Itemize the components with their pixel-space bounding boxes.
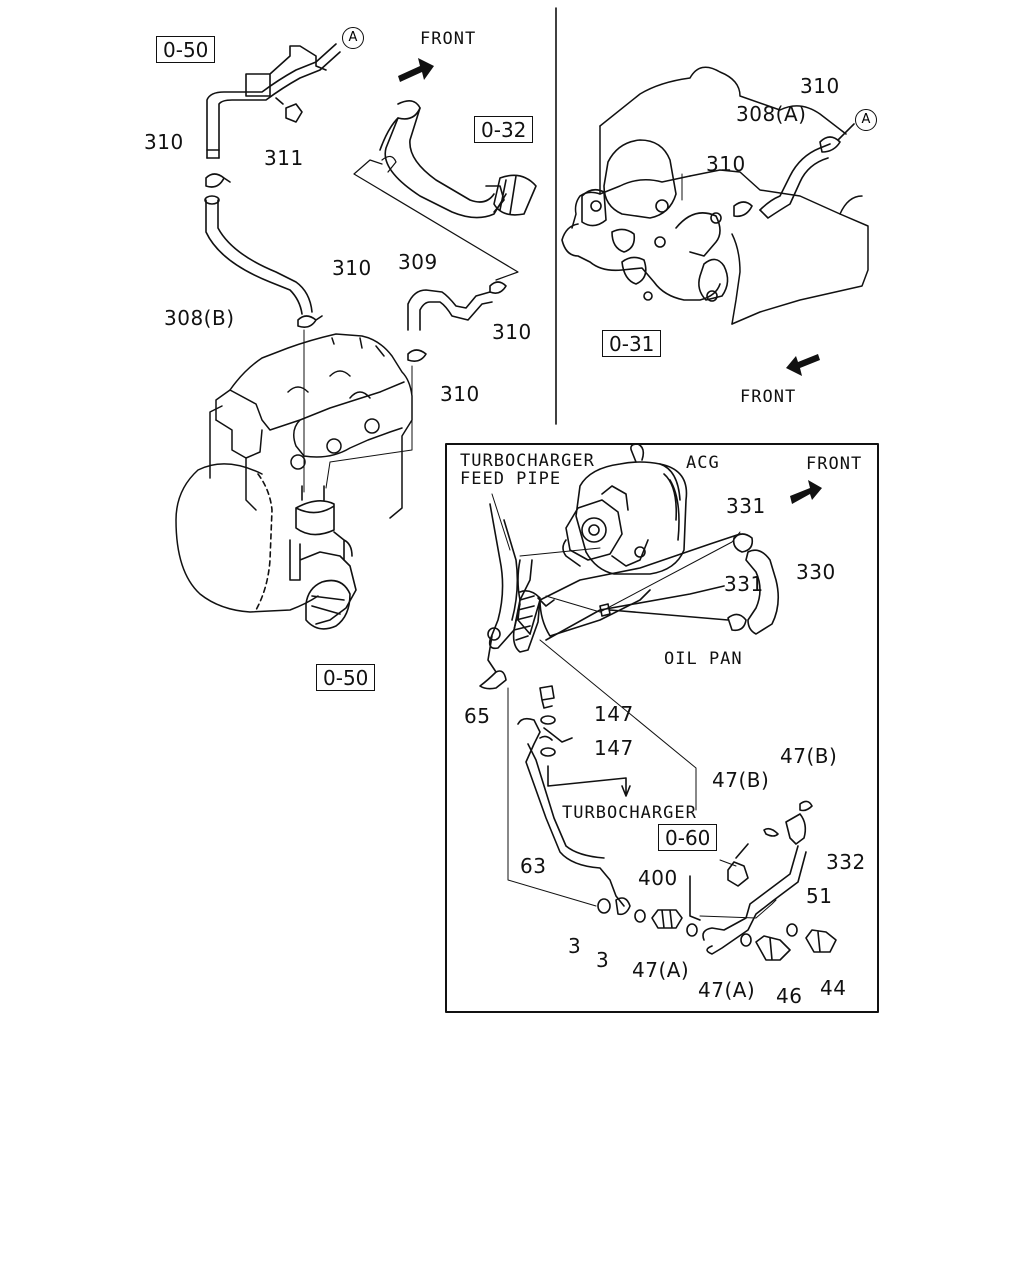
drain-pipe-332 [702, 845, 807, 955]
part-label: 310 [492, 320, 532, 344]
part-label: 330 [796, 560, 836, 584]
part-label: 331 [726, 494, 766, 518]
part-label: 310 [144, 130, 184, 154]
caption-turbo-feed-pipe: FEED PIPE [460, 469, 562, 489]
part-label: 147 [594, 702, 634, 726]
part-label: 3 [596, 948, 610, 972]
hose-309 [407, 289, 491, 331]
turbocharger-feed-pipe [488, 503, 533, 650]
ref-box: 0-50 [316, 664, 376, 691]
washer-147 [540, 747, 556, 757]
part-label: 47(B) [780, 744, 838, 768]
o-ring-47b [763, 827, 779, 837]
hose-330 [745, 549, 780, 635]
caption-acg: ACG [686, 453, 720, 473]
front-arrow-icon [790, 480, 822, 504]
caption-oil-pan: OIL PAN [664, 649, 743, 669]
ref-box: 0-60 [658, 824, 718, 851]
engine-block-right [571, 66, 869, 325]
washer-47a [740, 933, 752, 947]
hose-routing-line [303, 329, 413, 493]
part-label: 65 [464, 704, 491, 728]
ref-box: 0-32 [474, 116, 534, 143]
front-arrow-icon [786, 354, 820, 376]
bolt-46 [755, 935, 791, 961]
bolt-44 [805, 929, 837, 953]
part-label: 331 [724, 572, 764, 596]
hose-308b [205, 199, 303, 315]
washer-3 [634, 909, 646, 923]
washer-51 [786, 923, 798, 937]
engine-block-left [209, 333, 413, 519]
bolt-311 [275, 97, 303, 123]
connector-060 [727, 861, 749, 887]
part-label: 51 [806, 884, 833, 908]
leader-line [507, 687, 597, 907]
part-label: 311 [264, 146, 304, 170]
part-label: 47(A) [698, 978, 756, 1002]
clamp-331 [732, 533, 754, 553]
part-label: 308(B) [164, 306, 235, 330]
part-label: 310 [332, 256, 372, 280]
part-label: 44 [820, 976, 847, 1000]
mark-a: A [855, 109, 877, 131]
part-label: 308(A) [736, 102, 807, 126]
pipe-flange [493, 174, 537, 216]
union-400 [651, 909, 683, 929]
part-label: 310 [706, 152, 746, 176]
feed-pipe-63 [517, 717, 625, 907]
bracket-lines [353, 155, 519, 281]
washer-3 [597, 898, 611, 914]
clamp-310 [297, 315, 323, 328]
front-label: FRONT [420, 29, 477, 49]
part-label: 46 [776, 984, 803, 1008]
mark-a: A [342, 27, 364, 49]
thermostat-housing [295, 485, 335, 536]
oil-pan [529, 533, 741, 637]
washer-147 [540, 715, 556, 725]
ref-box: 0-50 [156, 36, 216, 63]
thermostat-cover [603, 139, 677, 219]
ref-box: 0-31 [602, 330, 662, 357]
clamp-310 [733, 201, 753, 218]
bell-housing [175, 463, 319, 613]
inset-frame [445, 443, 879, 1013]
clamp-310 [819, 123, 855, 153]
pipe-bracket [245, 45, 327, 97]
part-label: 400 [638, 866, 678, 890]
upper-water-pipe [206, 43, 337, 159]
part-label: 63 [520, 854, 547, 878]
part-label: 47(A) [632, 958, 690, 982]
o-ring-47b [799, 800, 813, 812]
leader-line [491, 493, 741, 811]
clamp-310 [489, 281, 507, 294]
water-outlet [305, 579, 351, 630]
clamp-310 [205, 173, 231, 188]
part-label: 332 [826, 850, 866, 874]
part-label: 3 [568, 934, 582, 958]
part-label: 147 [594, 736, 634, 760]
front-label: FRONT [740, 387, 797, 407]
front-arrow-icon [398, 58, 434, 82]
part-label: 309 [398, 250, 438, 274]
caption-turbocharger: TURBOCHARGER [562, 803, 697, 823]
clamp-331 [727, 613, 747, 632]
front-label: FRONT [806, 454, 863, 474]
clamp-310 [407, 349, 427, 362]
part-label: 47(B) [712, 768, 770, 792]
water-pipe-032 [384, 100, 507, 219]
part-label: 310 [800, 74, 840, 98]
caption-turbo-feed-pipe: TURBOCHARGER [460, 451, 595, 471]
hose-308a [759, 143, 831, 211]
bolt-65 [539, 685, 555, 709]
washer-47a [686, 923, 698, 937]
water-pump [561, 223, 721, 301]
alternator-acg [575, 461, 688, 575]
part-label: 310 [440, 382, 480, 406]
